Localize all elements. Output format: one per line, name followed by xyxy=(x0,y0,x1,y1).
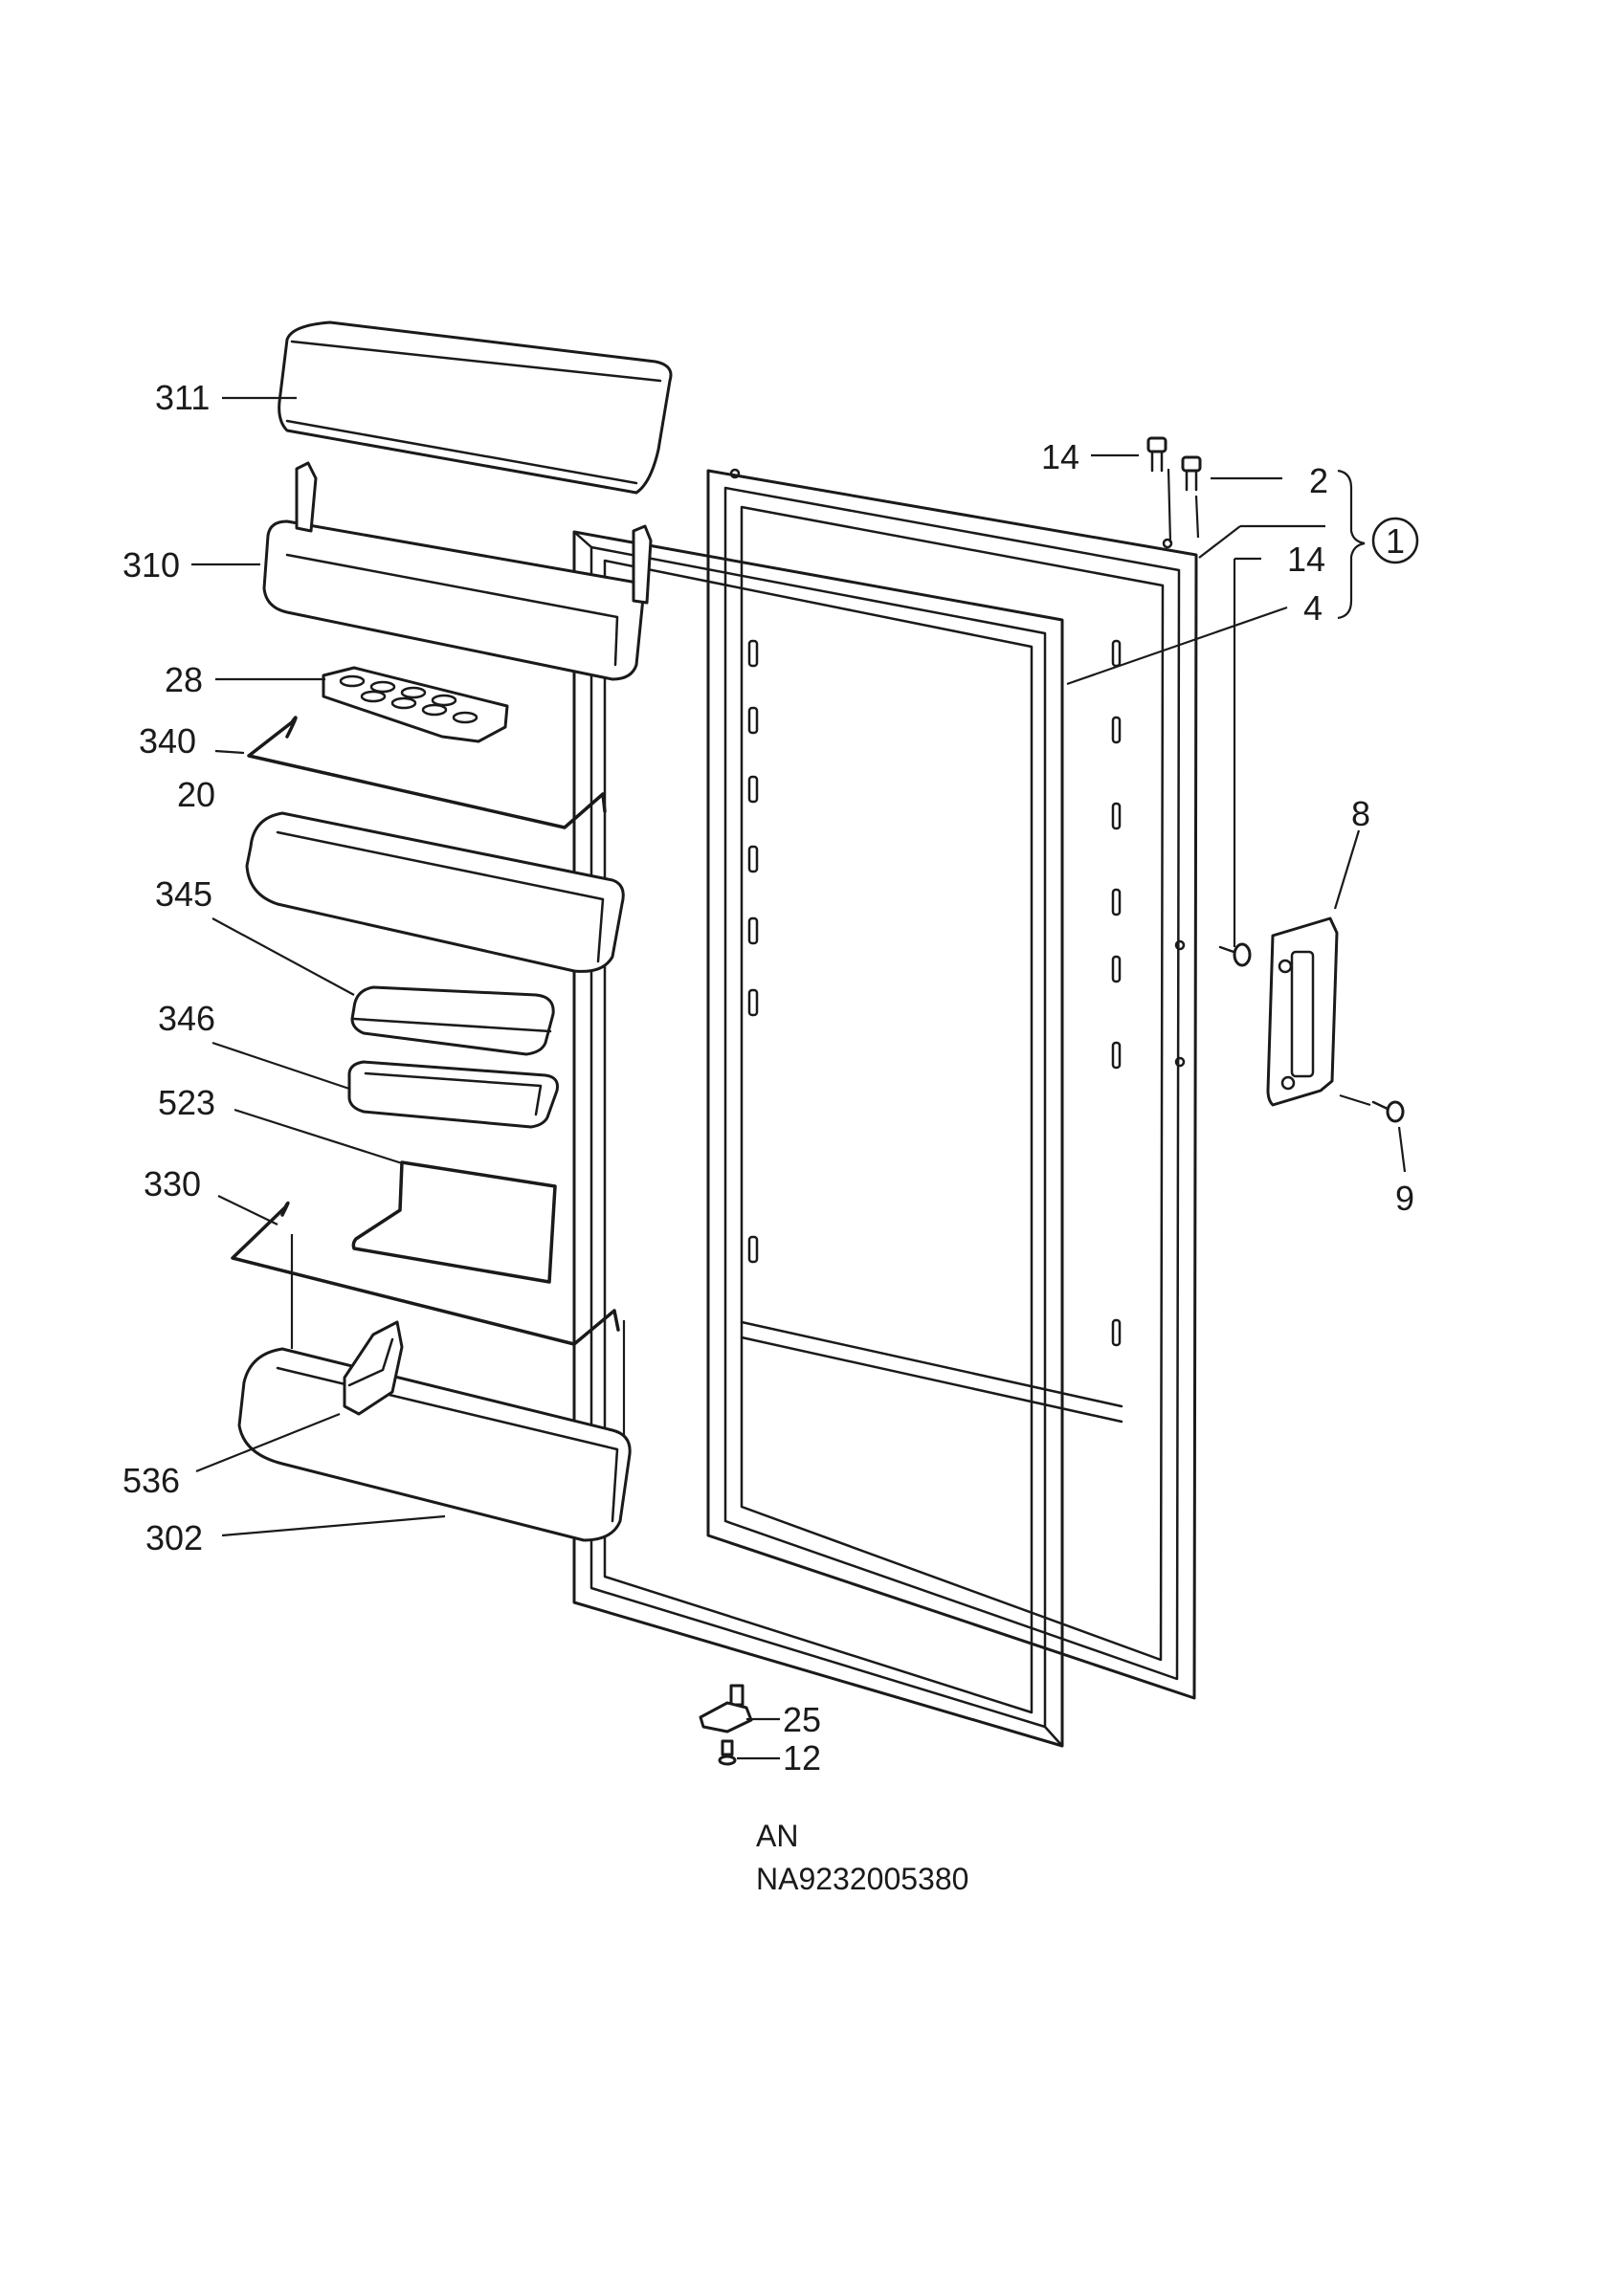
butter-lid xyxy=(350,985,555,1056)
lower-hinge xyxy=(699,1684,753,1733)
diagram-footer: AN NA9232005380 xyxy=(756,1819,968,1896)
side-screw xyxy=(1218,942,1252,967)
label-9: 9 xyxy=(1395,1179,1414,1218)
bottle-shelf xyxy=(237,1347,632,1542)
door-liner xyxy=(706,468,1198,1700)
footer-line-1: AN xyxy=(756,1819,798,1853)
label-346: 346 xyxy=(158,999,215,1038)
liner-slots-left xyxy=(747,639,759,1264)
label-536: 536 xyxy=(122,1461,180,1500)
hinge-screw xyxy=(718,1739,737,1766)
footer-line-2: NA9232005380 xyxy=(756,1862,968,1896)
door-gasket xyxy=(572,530,1064,1748)
wire-guard-upper xyxy=(247,716,607,829)
label-2: 2 xyxy=(1309,461,1328,500)
label-25: 25 xyxy=(783,1700,821,1739)
bottle-holder-wire xyxy=(351,1160,557,1284)
label-523: 523 xyxy=(158,1083,215,1122)
top-pin xyxy=(1181,455,1202,492)
egg-tray xyxy=(322,666,509,743)
dairy-shelf xyxy=(262,461,653,681)
label-8: 8 xyxy=(1351,794,1370,833)
liner-slots-right xyxy=(1111,639,1122,1347)
label-12: 12 xyxy=(783,1738,821,1777)
label-340: 340 xyxy=(139,721,196,761)
handle-screw xyxy=(1371,1100,1405,1123)
label-330: 330 xyxy=(144,1164,201,1203)
group-bracket xyxy=(1337,469,1366,620)
part-labels: 311 310 28 340 20 345 346 523 330 536 30… xyxy=(122,378,1414,1777)
label-310: 310 xyxy=(122,545,180,585)
door-handle xyxy=(1266,916,1339,1107)
upper-door-shelf xyxy=(245,811,625,973)
label-14-top: 14 xyxy=(1041,437,1079,476)
butter-dish xyxy=(347,1060,559,1129)
bottle-divider xyxy=(343,1320,404,1416)
label-28: 28 xyxy=(165,660,203,699)
label-group-1: 1 xyxy=(1386,521,1405,561)
hinge-pin-top xyxy=(1146,436,1167,473)
label-14-side: 14 xyxy=(1287,540,1325,579)
leader-lines xyxy=(191,396,1407,1760)
wire-guard-lower xyxy=(231,1201,620,1346)
label-302: 302 xyxy=(145,1518,203,1557)
label-345: 345 xyxy=(155,874,212,914)
group-1-circle xyxy=(1371,517,1419,564)
dairy-lid xyxy=(278,320,673,495)
label-311: 311 xyxy=(155,378,210,417)
label-20: 20 xyxy=(177,775,215,814)
label-4: 4 xyxy=(1303,588,1323,628)
